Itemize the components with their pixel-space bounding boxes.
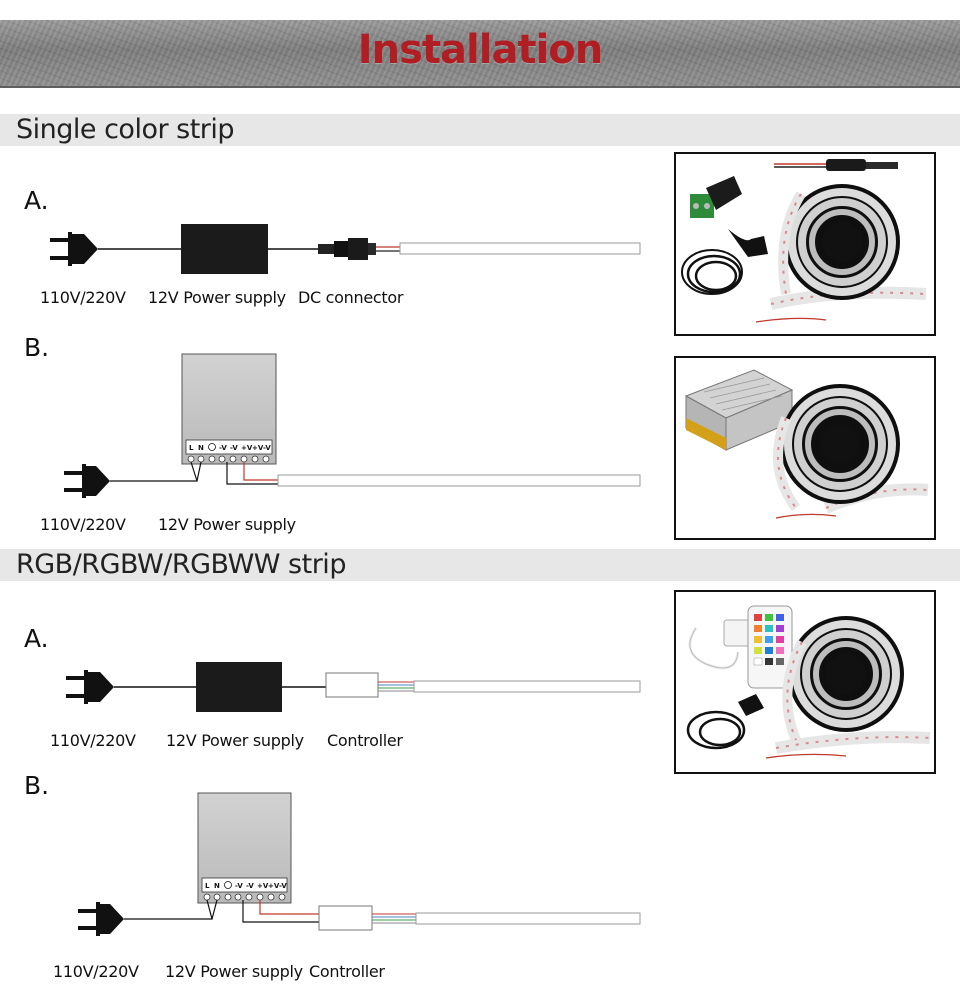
- svg-text:N: N: [214, 882, 220, 890]
- svg-text:-V: -V: [219, 444, 227, 452]
- label-voltage-2a: 110V/220V: [50, 731, 136, 750]
- label-voltage-2b: 110V/220V: [53, 962, 139, 981]
- svg-text:-V: -V: [235, 882, 243, 890]
- svg-text:L: L: [205, 882, 210, 890]
- svg-text:N: N: [198, 444, 204, 452]
- svg-text:-V: -V: [279, 882, 287, 890]
- led-strip-1a: [399, 242, 641, 255]
- svg-text:+V: +V: [252, 444, 264, 452]
- label-controller-2a: Controller: [327, 731, 403, 750]
- page-title: Installation: [357, 27, 603, 73]
- controller-2a: [325, 672, 379, 698]
- section-title-single-color: Single color strip: [16, 114, 235, 145]
- step-letter-1b: B.: [24, 333, 50, 362]
- plug-icon-1a: [50, 232, 98, 266]
- plug-icon-2a: [66, 670, 114, 704]
- led-strip-2b: [415, 912, 641, 925]
- label-controller-2b: Controller: [309, 962, 385, 981]
- label-power-supply-2a: 12V Power supply: [166, 731, 304, 750]
- section-header-single-color: Single color strip: [0, 114, 960, 146]
- svg-text:+V: +V: [268, 882, 280, 890]
- plug-icon-1b: [64, 464, 110, 498]
- svg-text:-V: -V: [230, 444, 238, 452]
- plug-icon-2b: [78, 902, 124, 936]
- photo-kit-single-color-b: [674, 356, 936, 540]
- svg-text:L: L: [189, 444, 194, 452]
- step-letter-2a: A.: [24, 624, 49, 653]
- power-supply-2a: [196, 662, 282, 712]
- label-power-supply-1b: 12V Power supply: [158, 515, 296, 534]
- power-supply-1a: [181, 224, 268, 274]
- photo-kit-rgb: [674, 590, 936, 774]
- section-header-rgb: RGB/RGBW/RGBWW strip: [0, 549, 960, 581]
- controller-2b: [318, 905, 373, 931]
- led-strip-1b: [277, 474, 641, 487]
- svg-text:+V: +V: [257, 882, 269, 890]
- svg-text:-V: -V: [263, 444, 271, 452]
- photo-kit-single-color-a: [674, 152, 936, 336]
- label-voltage-1b: 110V/220V: [40, 515, 126, 534]
- label-power-supply-2b: 12V Power supply: [165, 962, 303, 981]
- step-letter-2b: B.: [24, 771, 50, 800]
- label-voltage-1a: 110V/220V: [40, 288, 126, 307]
- step-letter-1a: A.: [24, 186, 49, 215]
- header-banner: Installation: [0, 20, 960, 88]
- label-dc-connector-1a: DC connector: [298, 288, 404, 307]
- section-title-rgb: RGB/RGBW/RGBWW strip: [16, 549, 346, 580]
- label-power-supply-1a: 12V Power supply: [148, 288, 286, 307]
- svg-text:+V: +V: [241, 444, 253, 452]
- svg-text:-V: -V: [246, 882, 254, 890]
- dc-connector-1a: [318, 238, 376, 260]
- led-strip-2a: [413, 680, 641, 693]
